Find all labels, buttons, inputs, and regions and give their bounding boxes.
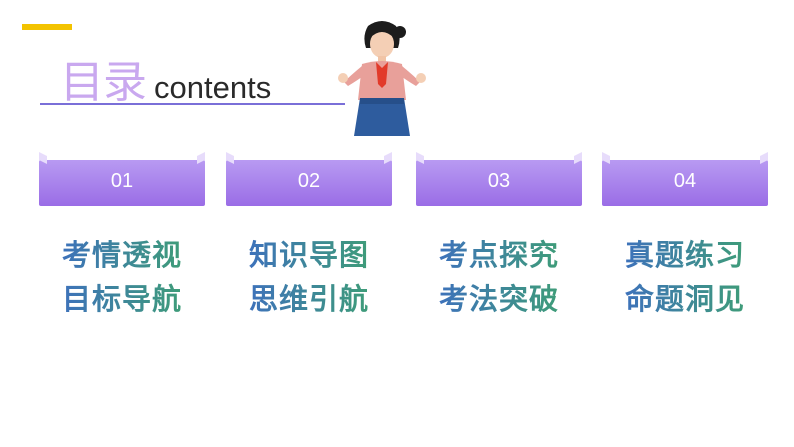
section-number: 02 [297, 170, 321, 192]
caption-line-1: 考点探究 [438, 238, 559, 272]
caption-line-2: 思维引航 [248, 282, 369, 316]
caption-line-2: 目标导航 [61, 282, 182, 316]
section-tab-03[interactable]: 03 [414, 152, 584, 208]
caption-line-2: 考法突破 [438, 282, 559, 316]
section-tab-04[interactable]: 04 [600, 152, 770, 208]
tab-ribbon-shape [226, 152, 392, 206]
section-number: 01 [110, 170, 134, 192]
section-number: 03 [487, 170, 511, 192]
title-english: contents [154, 70, 272, 105]
title-underline [40, 103, 345, 105]
caption-line-1: 考情透视 [61, 238, 182, 272]
section-caption-03[interactable]: 考点探究 考法突破 [414, 233, 584, 321]
tab-ribbon-shape [602, 152, 768, 206]
tab-ribbon-shape [39, 152, 205, 206]
section-number: 04 [673, 170, 697, 192]
title-chinese: 目录 [60, 57, 147, 108]
student-illustration [338, 21, 426, 136]
caption-line-1: 知识导图 [248, 238, 369, 272]
section-caption-04[interactable]: 真题练习 命题洞见 [600, 233, 770, 321]
title-block: 目录 contents [40, 58, 345, 108]
section-tab-02[interactable]: 02 [224, 152, 394, 208]
accent-bar [22, 24, 72, 30]
caption-line-1: 真题练习 [624, 238, 745, 272]
section-caption-01[interactable]: 考情透视 目标导航 [37, 233, 207, 321]
section-caption-02[interactable]: 知识导图 思维引航 [224, 233, 394, 321]
section-tab-01[interactable]: 01 [37, 152, 207, 208]
caption-line-2: 命题洞见 [624, 282, 745, 316]
tab-ribbon-shape [416, 152, 582, 206]
